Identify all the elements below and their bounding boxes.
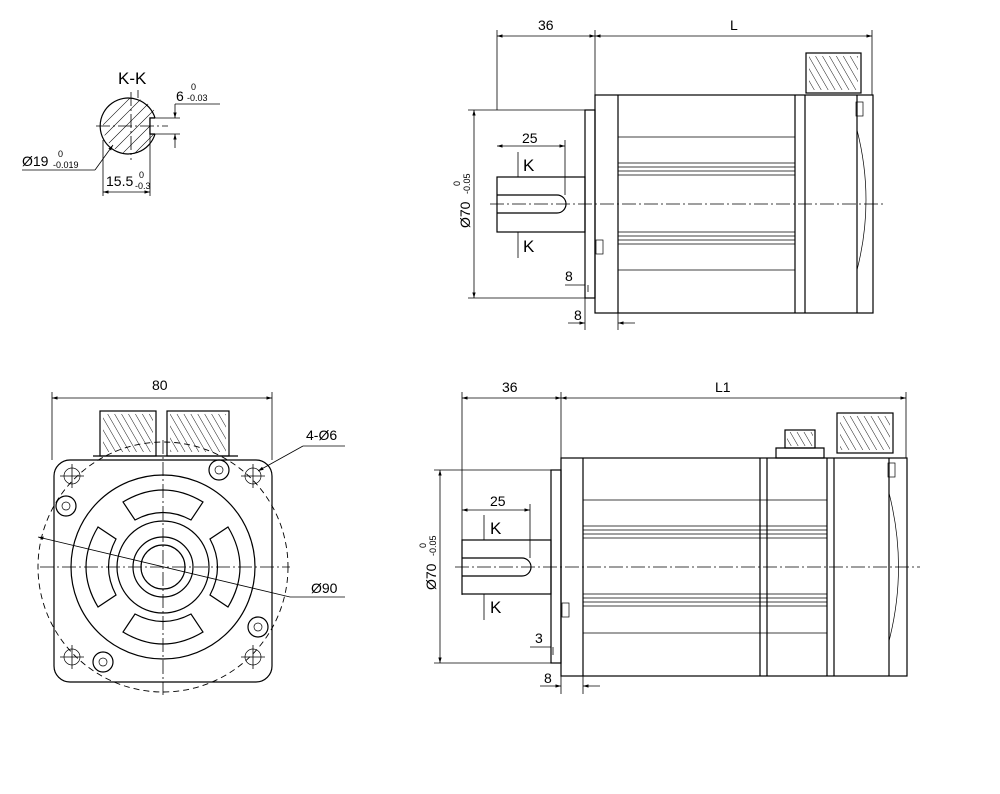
svg-text:6: 6 (176, 88, 184, 104)
svg-text:Ø70: Ø70 (423, 563, 439, 590)
svg-text:36: 36 (502, 379, 518, 395)
connector-top (805, 52, 862, 94)
svg-text:0: 0 (139, 170, 144, 180)
svg-text:25: 25 (522, 130, 538, 146)
svg-text:K: K (490, 519, 502, 538)
svg-text:-0.3: -0.3 (135, 181, 151, 191)
svg-text:8: 8 (574, 307, 582, 323)
side-view-bottom: 36 L1 (418, 379, 920, 694)
svg-text:K: K (523, 237, 535, 256)
svg-text:K: K (523, 156, 535, 175)
svg-text:-0.03: -0.03 (187, 93, 208, 103)
section-hatch (103, 98, 159, 154)
section-kk-view: K-K 6 0 -0.03 Ø19 0 -0.019 (22, 69, 220, 196)
svg-text:15.5: 15.5 (106, 173, 133, 189)
svg-text:25: 25 (490, 493, 506, 509)
shaft-section-outline (99, 97, 156, 155)
svg-text:8: 8 (565, 268, 573, 284)
svg-text:3: 3 (535, 630, 543, 646)
svg-text:-0.019: -0.019 (53, 160, 79, 170)
svg-text:-0.05: -0.05 (462, 173, 472, 194)
svg-text:0: 0 (58, 149, 63, 159)
svg-text:Ø70: Ø70 (457, 201, 473, 228)
svg-text:0: 0 (191, 82, 196, 92)
front-view: 80 4-Ø6 Ø90 (37, 377, 345, 695)
svg-text:8: 8 (544, 670, 552, 686)
svg-text:L1: L1 (715, 379, 731, 395)
svg-text:0: 0 (418, 543, 428, 548)
side-view-top: 36 L 25 K K (452, 17, 885, 330)
shaft-top (496, 176, 586, 233)
connector-bottom (836, 412, 894, 454)
svg-text:Ø19: Ø19 (22, 153, 49, 169)
svg-text:80: 80 (152, 377, 168, 393)
section-title: K-K (118, 69, 147, 88)
svg-text:-0.05: -0.05 (428, 535, 438, 556)
svg-text:4-Ø6: 4-Ø6 (306, 427, 337, 443)
svg-text:Ø90: Ø90 (311, 580, 338, 596)
svg-text:36: 36 (538, 17, 554, 33)
svg-text:L: L (730, 17, 738, 33)
svg-text:K: K (490, 598, 502, 617)
svg-text:0: 0 (452, 181, 462, 186)
